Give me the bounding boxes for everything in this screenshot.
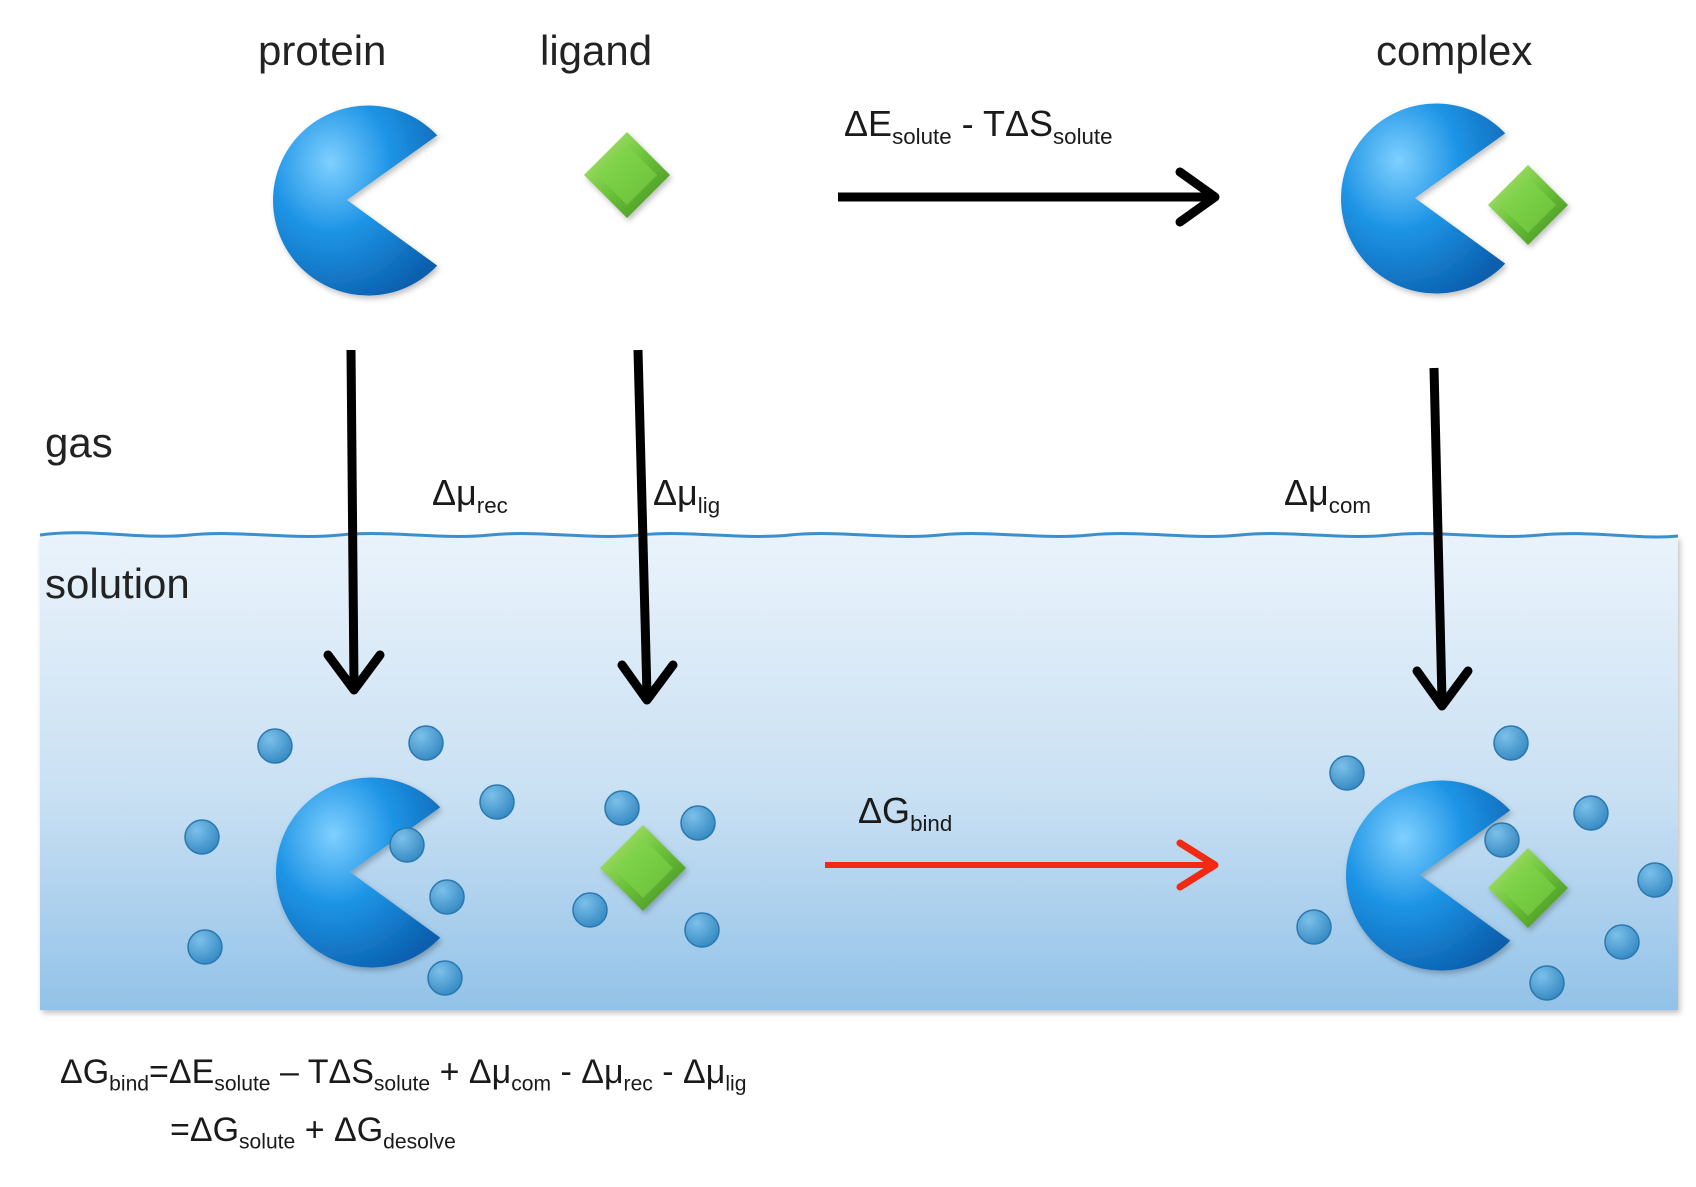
- eq-term: + ΔG: [295, 1111, 384, 1149]
- delta-mu-text: Δμ: [1284, 472, 1329, 513]
- water-molecules-ligand: [572, 790, 720, 948]
- ligand-label: ligand: [540, 27, 653, 74]
- water-molecules-complex: [1296, 725, 1673, 1001]
- solvated-complex-protein-shape: [1346, 780, 1511, 971]
- eq-subscript: desolve: [383, 1130, 456, 1154]
- water-molecule: [184, 819, 220, 855]
- eq-term: ΔG: [60, 1053, 110, 1091]
- bind-free-energy-arrow: [825, 839, 1219, 891]
- delta-mu-lig-label: Δμlig: [653, 475, 720, 517]
- equation-line-2: =ΔGsolute + ΔGdesolve: [170, 1113, 456, 1152]
- gas-label: gas: [45, 419, 113, 466]
- water-molecule: [604, 790, 640, 826]
- gas-ligand-shape: [584, 132, 670, 218]
- gas-complex-protein-shape: [1341, 103, 1506, 294]
- water-molecule: [1573, 795, 1609, 831]
- solute-subscript: solute: [1053, 123, 1113, 149]
- solute-subscript: solute: [892, 123, 952, 149]
- ligand-solvation-arrow: [617, 349, 678, 705]
- water-molecule: [187, 929, 223, 965]
- water-molecule: [1493, 725, 1529, 761]
- complex-label: complex: [1376, 27, 1533, 74]
- water-molecule: [479, 784, 515, 820]
- eq-term: + Δμ: [430, 1053, 512, 1091]
- solution-label: solution: [45, 560, 190, 607]
- water-surface-line: [39, 531, 1679, 539]
- equation-line-1: ΔGbind=ΔEsolute – TΔSsolute + Δμcom - Δμ…: [60, 1055, 746, 1094]
- water-molecule: [572, 892, 608, 928]
- protein-solvation-arrow: [323, 349, 385, 695]
- water-molecule: [684, 912, 720, 948]
- eq-subscript: solute: [373, 1072, 431, 1096]
- rec-subscript: rec: [476, 492, 508, 518]
- water-molecule: [1484, 822, 1520, 858]
- water-molecule: [1637, 862, 1673, 898]
- water-molecule: [408, 725, 444, 761]
- eq-term: - Δμ: [652, 1053, 726, 1091]
- delta-mu-rec-label: Δμrec: [432, 475, 508, 517]
- water-molecule: [680, 805, 716, 841]
- water-molecule: [429, 879, 465, 915]
- water-molecule: [1529, 965, 1565, 1001]
- solvated-complex-ligand-shape: [1488, 848, 1568, 928]
- water-molecule: [389, 827, 425, 863]
- water-molecule: [1604, 924, 1640, 960]
- eq-subscript: bind: [109, 1072, 150, 1096]
- solvated-protein-shape: [276, 777, 441, 968]
- delta-g-text: ΔG: [858, 790, 911, 831]
- com-subscript: com: [1328, 492, 1371, 518]
- lig-subscript: lig: [697, 492, 721, 518]
- water-molecule: [427, 960, 463, 996]
- eq-subscript: solute: [214, 1072, 271, 1096]
- eq-subscript: com: [511, 1072, 552, 1096]
- water-molecule: [1329, 755, 1365, 791]
- eq-term: =ΔG: [170, 1111, 240, 1149]
- eq-term: =ΔE: [149, 1053, 215, 1091]
- solute-energy-label: ΔEsolute - TΔSsolute: [844, 106, 1113, 148]
- minus-t-delta-s-text: - TΔS: [951, 103, 1053, 144]
- top-binding-arrow: [838, 167, 1220, 227]
- water-molecule: [257, 728, 293, 764]
- protein-label: protein: [258, 27, 387, 74]
- eq-subscript: rec: [623, 1072, 653, 1096]
- delta-g-bind-label: ΔGbind: [858, 793, 952, 835]
- solvated-ligand-shape: [600, 825, 686, 911]
- delta-mu-com-label: Δμcom: [1284, 475, 1371, 517]
- water-molecules-protein: [184, 725, 515, 996]
- eq-subscript: lig: [725, 1072, 747, 1096]
- eq-subscript: solute: [239, 1130, 296, 1154]
- gas-protein-shape: [273, 105, 438, 296]
- bind-subscript: bind: [910, 810, 953, 836]
- gas-complex-ligand-shape: [1488, 165, 1568, 245]
- delta-mu-text: Δμ: [653, 472, 698, 513]
- eq-term: – TΔS: [270, 1053, 374, 1091]
- water-molecule: [1296, 909, 1332, 945]
- eq-term: - Δμ: [551, 1053, 624, 1091]
- complex-solvation-arrow: [1412, 367, 1473, 711]
- delta-e-text: ΔE: [844, 103, 893, 144]
- delta-mu-text: Δμ: [432, 472, 477, 513]
